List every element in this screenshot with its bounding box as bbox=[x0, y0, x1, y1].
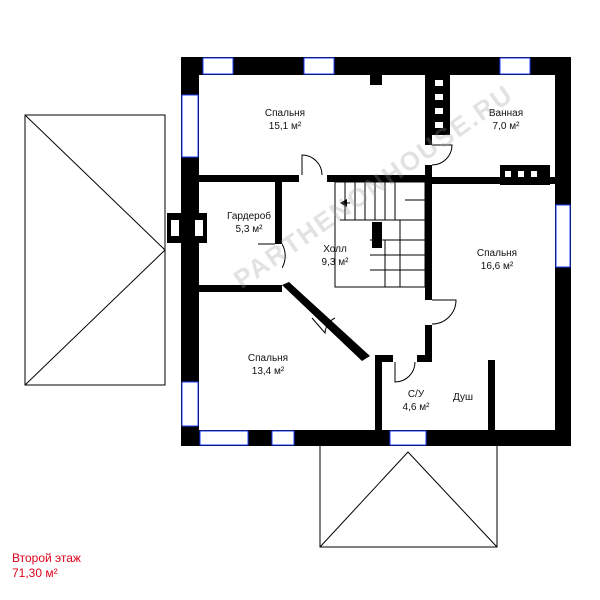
floor-title: Второй этаж bbox=[12, 551, 81, 565]
room-name: Гардероб bbox=[227, 211, 271, 222]
room-area: 15,1 м² bbox=[268, 121, 302, 132]
stair-arrow-icon bbox=[340, 199, 347, 207]
room-area: 7,0 м² bbox=[492, 121, 520, 132]
stair-newel bbox=[372, 222, 382, 248]
room-area: 5,3 м² bbox=[235, 224, 263, 235]
room-bedroom-2: Спальня 16,6 м² bbox=[477, 247, 517, 273]
room-name: Спальня bbox=[264, 108, 306, 119]
room-name: Ванная bbox=[488, 108, 524, 119]
room-name: Спальня bbox=[247, 353, 289, 364]
porch-roof bbox=[319, 444, 498, 548]
room-wardrobe: Гардероб 5,3 м² bbox=[227, 210, 271, 236]
room-name: Холл bbox=[323, 244, 347, 255]
door-openings bbox=[275, 145, 432, 362]
staircase bbox=[334, 181, 426, 288]
room-bedroom-3: Спальня 13,4 м² bbox=[248, 352, 288, 378]
door-swings bbox=[258, 144, 457, 383]
left-roof bbox=[24, 114, 166, 386]
room-area: 16,6 м² bbox=[480, 261, 514, 272]
room-wc: С/У 4,6 м² bbox=[403, 388, 430, 414]
windows bbox=[181, 57, 571, 446]
room-name: Спальня bbox=[476, 248, 518, 259]
room-hall: Холл 9,3 м² bbox=[322, 243, 349, 269]
room-area: 4,6 м² bbox=[402, 402, 430, 413]
interior-walls bbox=[199, 75, 555, 430]
floor-caption: Второй этаж 71,30 м² bbox=[12, 551, 81, 581]
room-shower: Душ bbox=[453, 391, 473, 404]
room-area: 13,4 м² bbox=[251, 366, 285, 377]
room-name: С/У bbox=[407, 389, 425, 400]
room-bedroom-1: Спальня 15,1 м² bbox=[265, 107, 305, 133]
floor-total-area: 71,30 м² bbox=[12, 566, 58, 580]
room-area: 9,3 м² bbox=[321, 257, 349, 268]
room-bathroom: Ванная 7,0 м² bbox=[489, 107, 523, 133]
room-name: Душ bbox=[452, 392, 474, 403]
vent-holes bbox=[171, 80, 537, 236]
